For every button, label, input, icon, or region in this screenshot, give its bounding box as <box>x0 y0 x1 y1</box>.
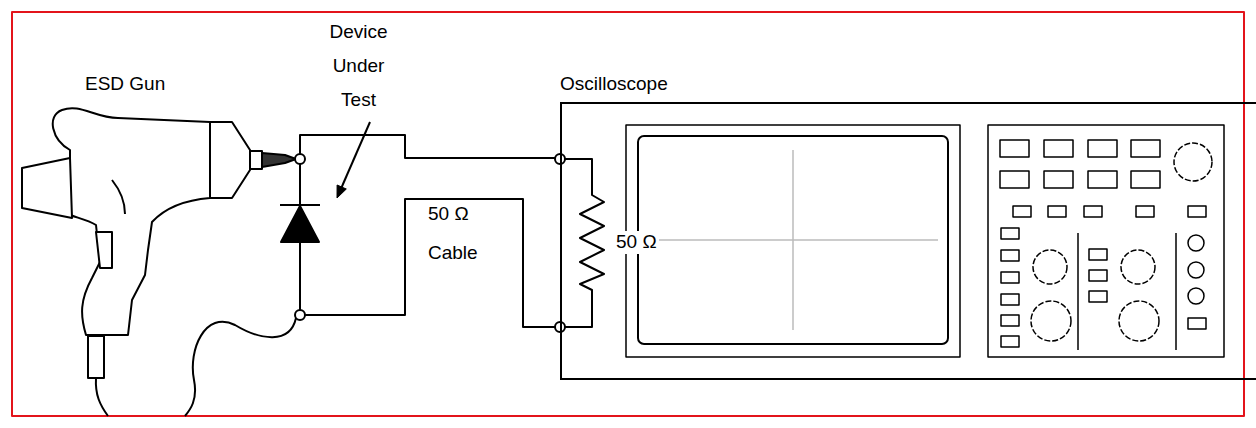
red-frame <box>12 12 1244 416</box>
esd-gun <box>22 108 296 378</box>
scope-screen <box>626 125 960 357</box>
diode-symbol <box>280 164 320 310</box>
resistor-value: 50 Ω <box>614 231 659 254</box>
cable-wire <box>300 135 555 158</box>
ground-wire <box>185 318 296 416</box>
terminal <box>295 154 305 164</box>
leader-arrow <box>337 122 370 198</box>
resistor-symbol <box>565 159 604 327</box>
node-heading: Oscilloscope <box>560 73 668 96</box>
terminal <box>295 310 305 320</box>
gun-cord <box>96 378 108 416</box>
device-label: ESD Gun <box>85 73 165 96</box>
oscilloscope-box: Oscilloscope <box>560 102 1256 380</box>
cable-label: 50 Ω Cable <box>428 194 480 272</box>
scope-controls <box>988 125 1224 357</box>
callout-label: Device Under Test <box>321 15 396 117</box>
